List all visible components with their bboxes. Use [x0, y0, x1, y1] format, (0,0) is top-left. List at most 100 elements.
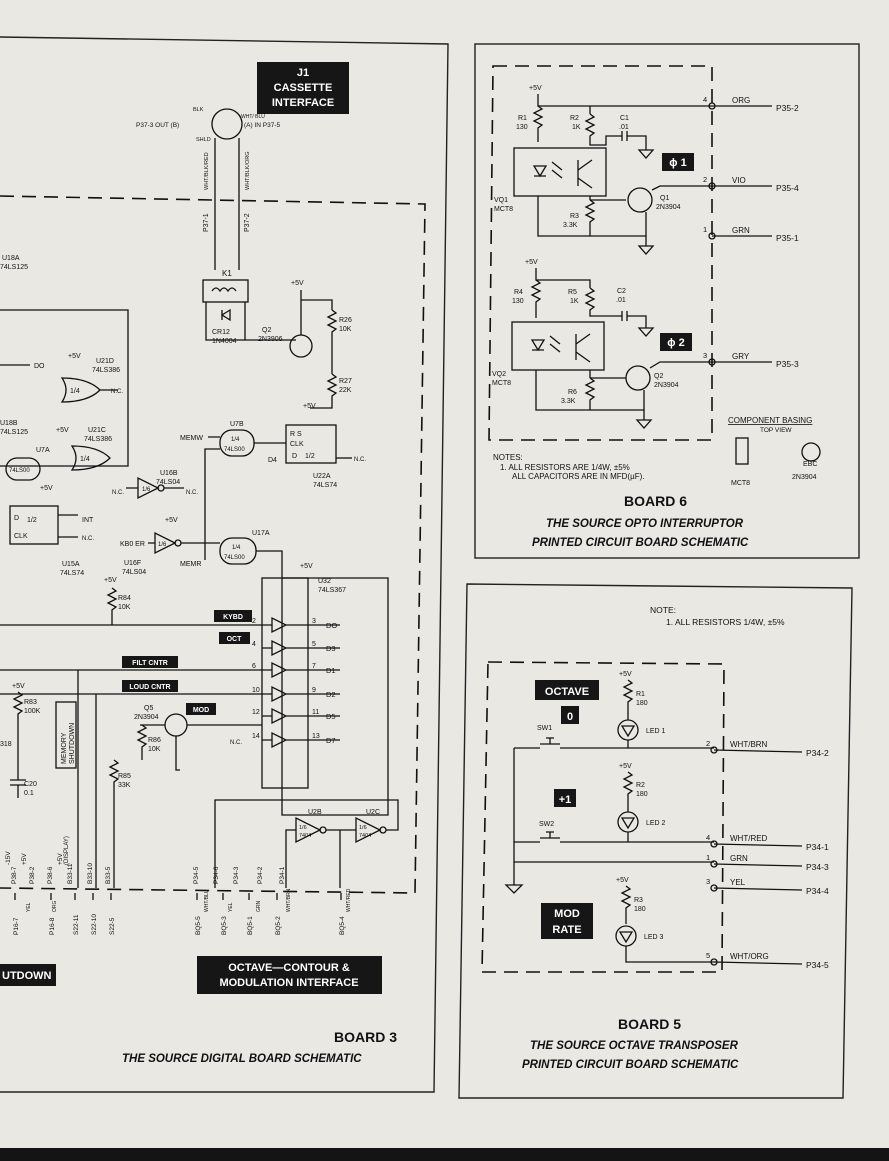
- board6-wire-color: GRN: [732, 226, 750, 235]
- cassette-din-connector: [211, 108, 243, 140]
- u32-output-signal: DO: [326, 621, 337, 630]
- b5-r2-value: 180: [636, 791, 648, 798]
- board6-pin-terminal: [708, 358, 716, 366]
- board3-dashed-boundary: [0, 195, 426, 894]
- bottom-signal-label: P16-7: [13, 917, 20, 935]
- u18b-label: U18B: [0, 420, 18, 427]
- u32-pin-in: 4: [252, 641, 256, 648]
- basing-subtitle: TOP VIEW: [760, 427, 792, 434]
- u22a-type: 74LS74: [313, 482, 337, 489]
- tag-oct: [219, 632, 250, 644]
- svg-text:+5V: +5V: [525, 259, 538, 266]
- board5-connector: P34-5: [806, 960, 829, 970]
- cr12-diode: [220, 308, 231, 322]
- u17a-label: U17A: [252, 530, 270, 537]
- svg-text:KYBD: KYBD: [223, 614, 243, 621]
- board3-panel: J1 CASSETTE INTERFACE P37-3 OUT (B) (A) …: [0, 36, 449, 1093]
- u32-pin-out: 9: [312, 687, 316, 694]
- kb0er-signal: KB0 ER: [120, 541, 145, 548]
- tag-loud-cntr: [122, 680, 178, 692]
- u7a-label: U7A: [36, 447, 50, 454]
- board5-frame: [458, 583, 853, 1099]
- j1-label-line1: J1: [297, 67, 309, 79]
- bottom-connector-label: P38-6: [47, 866, 54, 884]
- board6-pin-number: 4: [703, 95, 707, 104]
- led2-label: LED 2: [646, 820, 666, 827]
- r83-resistor: [12, 691, 24, 725]
- q2-label: Q2: [262, 327, 271, 334]
- u21c-gate: [70, 445, 111, 471]
- memw-signal: MEMW: [180, 435, 203, 442]
- board5-note: 1. ALL RESISTORS 1/4W, ±5%: [666, 617, 785, 627]
- board5-connector: P34-4: [806, 886, 829, 896]
- board5-note-title: NOTE:: [650, 605, 676, 615]
- board6-wire-color: GRY: [732, 352, 750, 361]
- board6-caption-line2: PRINTED CIRCUIT BOARD SCHEMATIC: [532, 537, 749, 549]
- p37-1-label: P37-1: [203, 213, 210, 232]
- bottom-signal-label: BQ5-2: [275, 916, 282, 935]
- svg-text:1/4: 1/4: [80, 456, 90, 463]
- u32-output-signal: D7: [326, 736, 336, 745]
- u16b-label: U16B: [160, 470, 178, 477]
- u21c-type: 74LS386: [84, 436, 112, 443]
- r3-value: 3.3K: [563, 222, 578, 229]
- board6-note-1: 1. ALL RESISTORS ARE 1/4W, ±5%: [500, 463, 630, 472]
- vq2-optocoupler: [511, 321, 605, 371]
- q2-transistor: [625, 365, 651, 391]
- 2n3904-basing-pins: EBC: [803, 461, 817, 468]
- svg-text:1/4: 1/4: [70, 388, 80, 395]
- q1-label: Q1: [660, 195, 669, 202]
- u32-output-signal: D1: [326, 666, 336, 675]
- svg-text:+5V: +5V: [104, 577, 117, 584]
- u22a-flipflop: [285, 424, 337, 464]
- board5-pin-number: 4: [706, 833, 710, 842]
- bottom-connector-label: P34-3: [233, 866, 240, 884]
- board5-caption-line2: PRINTED CIRCUIT BOARD SCHEMATIC: [522, 1059, 739, 1071]
- r5-label: R5: [568, 289, 577, 296]
- scan-edge: [0, 1148, 889, 1161]
- 2n3904-basing-label: 2N3904: [792, 474, 817, 481]
- u7a-gate: [5, 457, 41, 481]
- r6-value: 3.3K: [561, 398, 576, 405]
- r6-label: R6: [568, 389, 577, 396]
- u32-buffer-gate: [262, 639, 340, 657]
- r85-label: R85: [118, 773, 131, 780]
- svg-text:OCT: OCT: [227, 636, 243, 643]
- u16f-label: U16F: [124, 560, 141, 567]
- r27-label: R27: [339, 378, 352, 385]
- board6-notes-title: NOTES:: [493, 453, 523, 462]
- board5-wire-color: WHT/RED: [730, 834, 768, 843]
- svg-text:N.C.: N.C.: [82, 536, 94, 542]
- svg-text:+5V: +5V: [303, 403, 316, 410]
- u32-buffer-gate: [262, 616, 340, 634]
- board6-dashed-boundary: [488, 65, 713, 441]
- u18a-type: 74LS125: [0, 264, 28, 271]
- bottom-connector-label: P34-1: [279, 866, 286, 884]
- bottom-signal-label: BQ5-3: [221, 916, 228, 935]
- bottom-connector-label: B33-11: [67, 863, 74, 884]
- board6-pin-number: 1: [703, 225, 707, 234]
- u32-nc: N.C.: [230, 740, 242, 746]
- bottom-signal-label: P16-8: [49, 917, 56, 935]
- svg-text:CLK: CLK: [14, 533, 28, 540]
- board6-pin-terminal: [708, 182, 716, 190]
- u32-label: U32: [318, 578, 331, 585]
- tag-mod: [186, 703, 216, 715]
- board5-caption-line1: THE SOURCE OCTAVE TRANSPOSER: [530, 1040, 739, 1052]
- phase2-box: [660, 333, 692, 351]
- q1-type: 2N3904: [656, 204, 681, 211]
- u2c-label: U2C: [366, 809, 380, 816]
- bottom-display-label: (DISPLAY): [64, 836, 70, 865]
- basing-title: COMPONENT BASING: [728, 416, 812, 425]
- int-signal: INT: [82, 517, 94, 524]
- r1-resistor: [532, 105, 544, 142]
- svg-text:N.C.: N.C.: [186, 490, 198, 496]
- bottom-wire-color: WHT/BRN: [286, 888, 292, 912]
- phase1-box: [662, 153, 694, 171]
- mod-rate-box: [541, 903, 593, 939]
- mct8-basing-label: MCT8: [731, 480, 750, 487]
